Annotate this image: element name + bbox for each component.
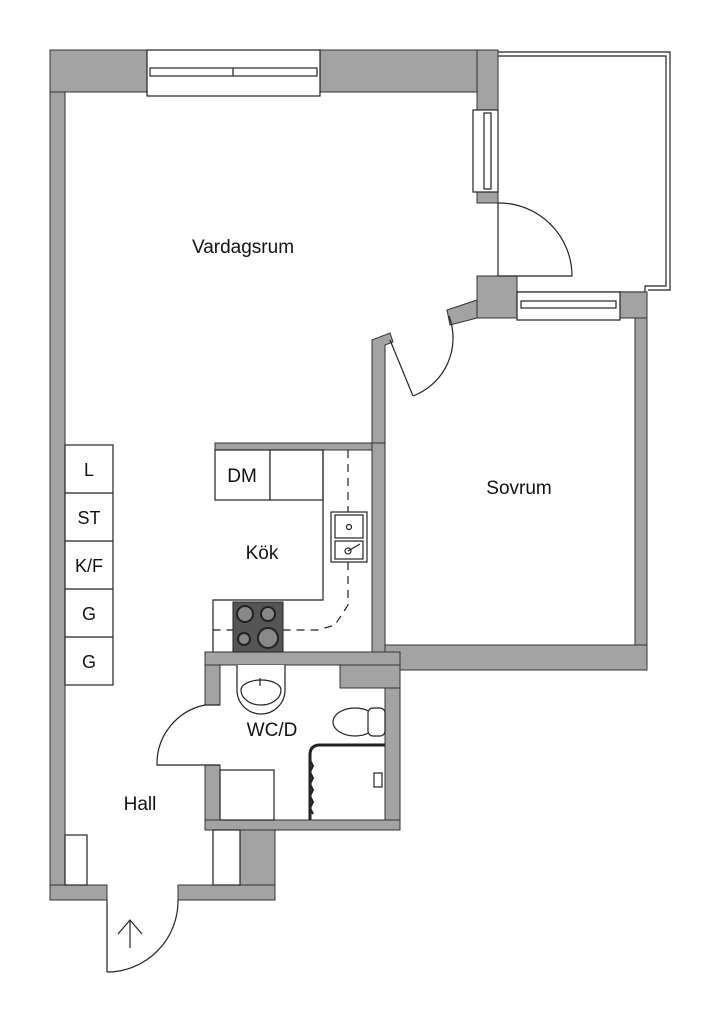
dishwasher-label: DM [227,466,257,487]
entrance-door[interactable] [106,899,179,973]
wardrobe-label: K/F [75,556,103,576]
balcony-door[interactable] [497,202,573,277]
toilet-icon [332,707,386,737]
window-top [146,49,321,97]
hall-closet [212,829,241,886]
hall-closet [64,834,88,886]
walls [49,49,648,901]
entrance-arrow-icon [117,919,143,948]
wardrobe-label: L [84,460,94,480]
bathroom-door[interactable] [156,704,220,766]
wardrobe-label: G [82,604,96,624]
room-label-living: Vardagsrum [192,237,294,258]
shower-icon [308,743,385,820]
wardrobe-label: G [82,652,96,672]
window-bedroom [516,291,621,321]
window-balcony [472,109,499,193]
room-label-bathroom: WC/D [247,720,298,741]
room-label-bedroom: Sovrum [486,478,551,499]
wardrobes: L ST K/F G G [64,444,114,686]
room-label-hall: Hall [124,794,157,815]
washbasin-icon [236,665,286,715]
room-label-kitchen: Kök [246,543,279,564]
hob-icon [232,601,284,653]
balcony [498,51,671,293]
wardrobe-label: ST [77,508,100,528]
washing-machine [219,769,275,821]
bedroom-door[interactable] [389,315,454,397]
sink-icon [330,511,368,563]
